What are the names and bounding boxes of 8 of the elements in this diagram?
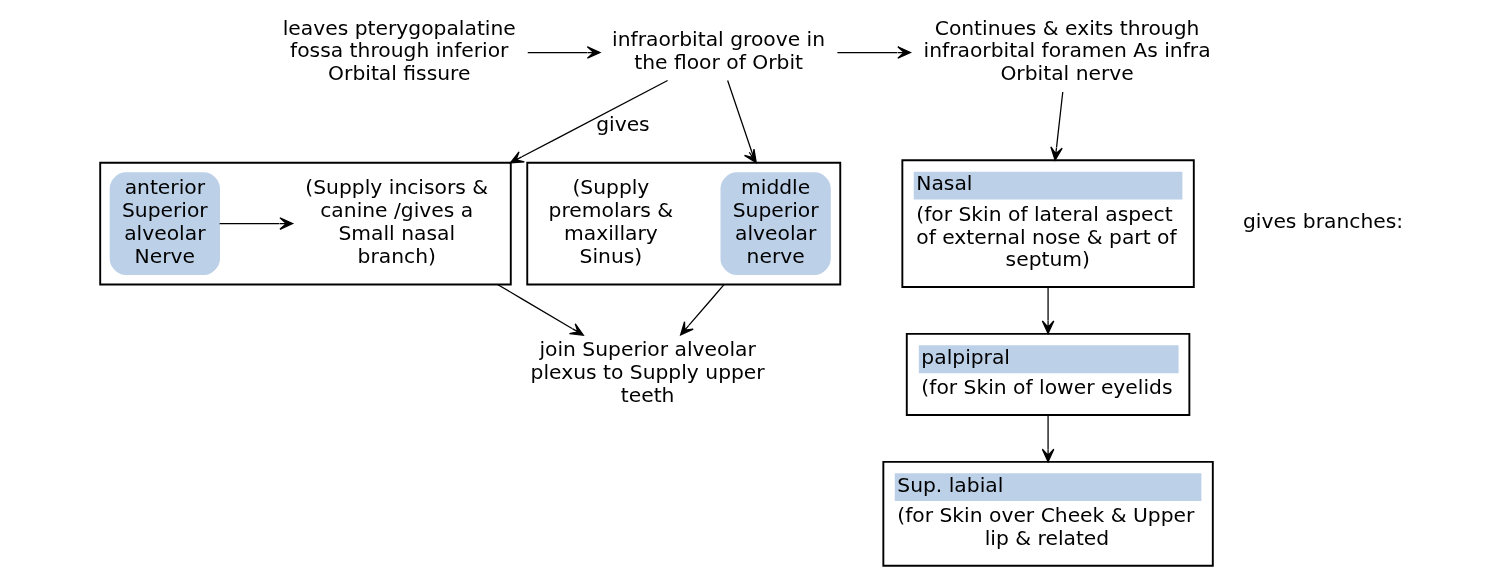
edge-label: gives: [596, 111, 650, 136]
node-text: join Superior alveolar plexus to Supply upper teeth: [530, 337, 765, 408]
node-text: (Supply premolars & maxillary Sinus): [548, 175, 674, 268]
node-text: infraorbital groove in the floor of Orbit: [612, 26, 826, 74]
label: gives branches:: [1242, 209, 1404, 234]
node-text: (Supply incisors & canine /gives a Small nasal branch): [305, 175, 489, 268]
node-text: Continues & exits through infraorbital foramen As infra Orbital nerve: [923, 15, 1211, 86]
node-text: leaves pterygopalatine fossa through inferior Orbital fissure: [282, 15, 516, 86]
